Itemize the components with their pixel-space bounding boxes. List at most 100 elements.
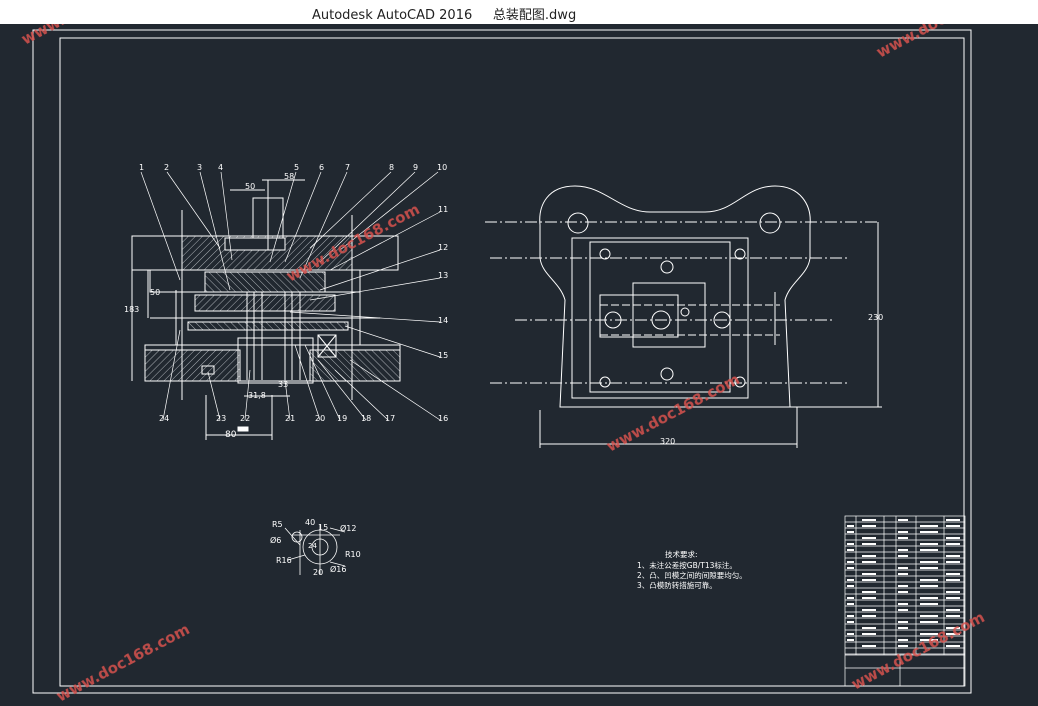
plan-view — [485, 185, 882, 448]
title-block-cell-text — [946, 627, 960, 629]
title-block-cell-text — [946, 609, 960, 611]
title-block-cell-text — [847, 597, 854, 599]
title-block-cell-text — [862, 543, 876, 545]
watermark-1: www.doc168.com — [18, 24, 157, 49]
notes-line-2: 2、凸、凹模之间的间隙要均匀。 — [637, 570, 747, 580]
title-block-cell-text — [862, 633, 876, 635]
title-block-cell-text — [946, 573, 960, 575]
title-block-cell-text — [920, 615, 938, 617]
title-block-cell-text — [847, 621, 854, 623]
title-block-cell-text — [946, 525, 960, 527]
title-block-cell-text — [946, 561, 960, 563]
detail-dimensions: R5 40 Ø6 15 Ø12 24 R10 R16 20 Ø16 — [270, 518, 361, 577]
title-block-cell-text — [862, 627, 876, 629]
title-block-cell-text — [898, 531, 908, 533]
title-block-cell-text — [862, 555, 876, 557]
title-block-cell-text — [920, 561, 938, 563]
dim-r16: R16 — [276, 556, 292, 565]
part-16: 16 — [438, 414, 448, 423]
title-block-cell-text — [862, 597, 876, 599]
part-2: 2 — [164, 163, 169, 172]
title-block-cell-text — [920, 579, 938, 581]
dim-230: 230 — [868, 313, 883, 322]
part-14: 14 — [438, 316, 448, 325]
title-block-cell-text — [946, 519, 960, 521]
plan-dimensions: 320 230 — [660, 313, 883, 446]
title-block-cell-text — [898, 555, 908, 557]
part-numbers: 1 2 3 4 5 6 7 8 9 10 11 12 13 14 15 16 1… — [139, 163, 448, 423]
title-block-cell-text — [898, 573, 908, 575]
part-21: 21 — [285, 414, 295, 423]
dim-24: 24 — [308, 542, 317, 550]
title-block-cell-text — [847, 603, 854, 605]
part-24: 24 — [159, 414, 169, 423]
front-section-view — [131, 179, 401, 440]
title-block-cell-text — [862, 537, 876, 539]
title-block-cell-text — [847, 639, 854, 641]
part-18: 18 — [361, 414, 371, 423]
title-block-cell-text — [920, 549, 938, 551]
title-block-cell-text — [946, 591, 960, 593]
title-block-cell-text — [920, 567, 938, 569]
part-8: 8 — [389, 163, 394, 172]
title-block-cell-text — [898, 567, 908, 569]
dim-40: 40 — [305, 518, 315, 527]
part-11: 11 — [438, 205, 448, 214]
dim-20: 20 — [313, 568, 323, 577]
title-block-cell-text — [862, 525, 876, 527]
app-name: Autodesk AutoCAD 2016 — [312, 8, 473, 23]
dim-50-top: 50 — [245, 182, 255, 191]
title-block-cell-text — [862, 561, 876, 563]
title-block-cell-text — [946, 555, 960, 557]
title-block-cell-text — [920, 639, 938, 641]
dim-r10: R10 — [345, 550, 361, 559]
title-block-cell-text — [862, 615, 876, 617]
part-13: 13 — [438, 271, 448, 280]
part-6: 6 — [319, 163, 324, 172]
title-block-cell-text — [920, 603, 938, 605]
technical-notes: 技术要求: 1、未注公差按GB/T13标注。 2、凸、凹模之间的间隙要均匀。 3… — [637, 549, 747, 590]
title-block-cell-text — [898, 537, 908, 539]
title-block-cell-text — [898, 603, 908, 605]
title-block-cell-text — [898, 519, 908, 521]
title-block-cell-text — [946, 645, 960, 647]
title-block-cell-text — [847, 567, 854, 569]
title-block-cell-text — [946, 543, 960, 545]
title-block-cell-text — [898, 639, 908, 641]
title-block-cell-text — [847, 543, 854, 545]
notes-heading: 技术要求: — [665, 549, 698, 559]
dim-phi12: Ø12 — [340, 523, 356, 533]
title-block-cell-text — [847, 531, 854, 533]
title-block-cell-text — [898, 591, 908, 593]
title-block-cell-text — [847, 579, 854, 581]
part-5: 5 — [294, 163, 299, 172]
title-block-cell-text — [862, 579, 876, 581]
title-block-cell-text — [920, 525, 938, 527]
front-dimensions: 50 58 50 183 31,8 33 80 — [124, 172, 294, 440]
title-block-cell-text — [946, 537, 960, 539]
dim-183: 183 — [124, 305, 139, 314]
part-9: 9 — [413, 163, 418, 172]
dim-phi6: Ø6 — [270, 535, 281, 545]
part-19: 19 — [337, 414, 347, 423]
title-block — [844, 515, 966, 687]
title-block-cell-text — [898, 621, 908, 623]
part-1: 1 — [139, 163, 144, 172]
part-3: 3 — [197, 163, 202, 172]
title-block-cell-text — [920, 531, 938, 533]
outer-border — [32, 29, 972, 694]
title-block-cell-text — [862, 573, 876, 575]
notes-line-3: 3、凸模防转措施可靠。 — [637, 580, 717, 590]
notes-line-1: 1、未注公差按GB/T13标注。 — [637, 560, 737, 570]
title-block-cell-text — [862, 609, 876, 611]
leader-lines — [140, 171, 441, 421]
file-name: 总装配图.dwg — [492, 8, 577, 23]
dim-r5: R5 — [272, 520, 283, 529]
dim-phi16: Ø16 — [330, 564, 346, 574]
title-block-cell-text — [898, 609, 908, 611]
title-block-cell-text — [847, 561, 854, 563]
part-detail — [284, 525, 346, 575]
title-block-cell-text — [946, 597, 960, 599]
title-block-cell-text — [946, 615, 960, 617]
